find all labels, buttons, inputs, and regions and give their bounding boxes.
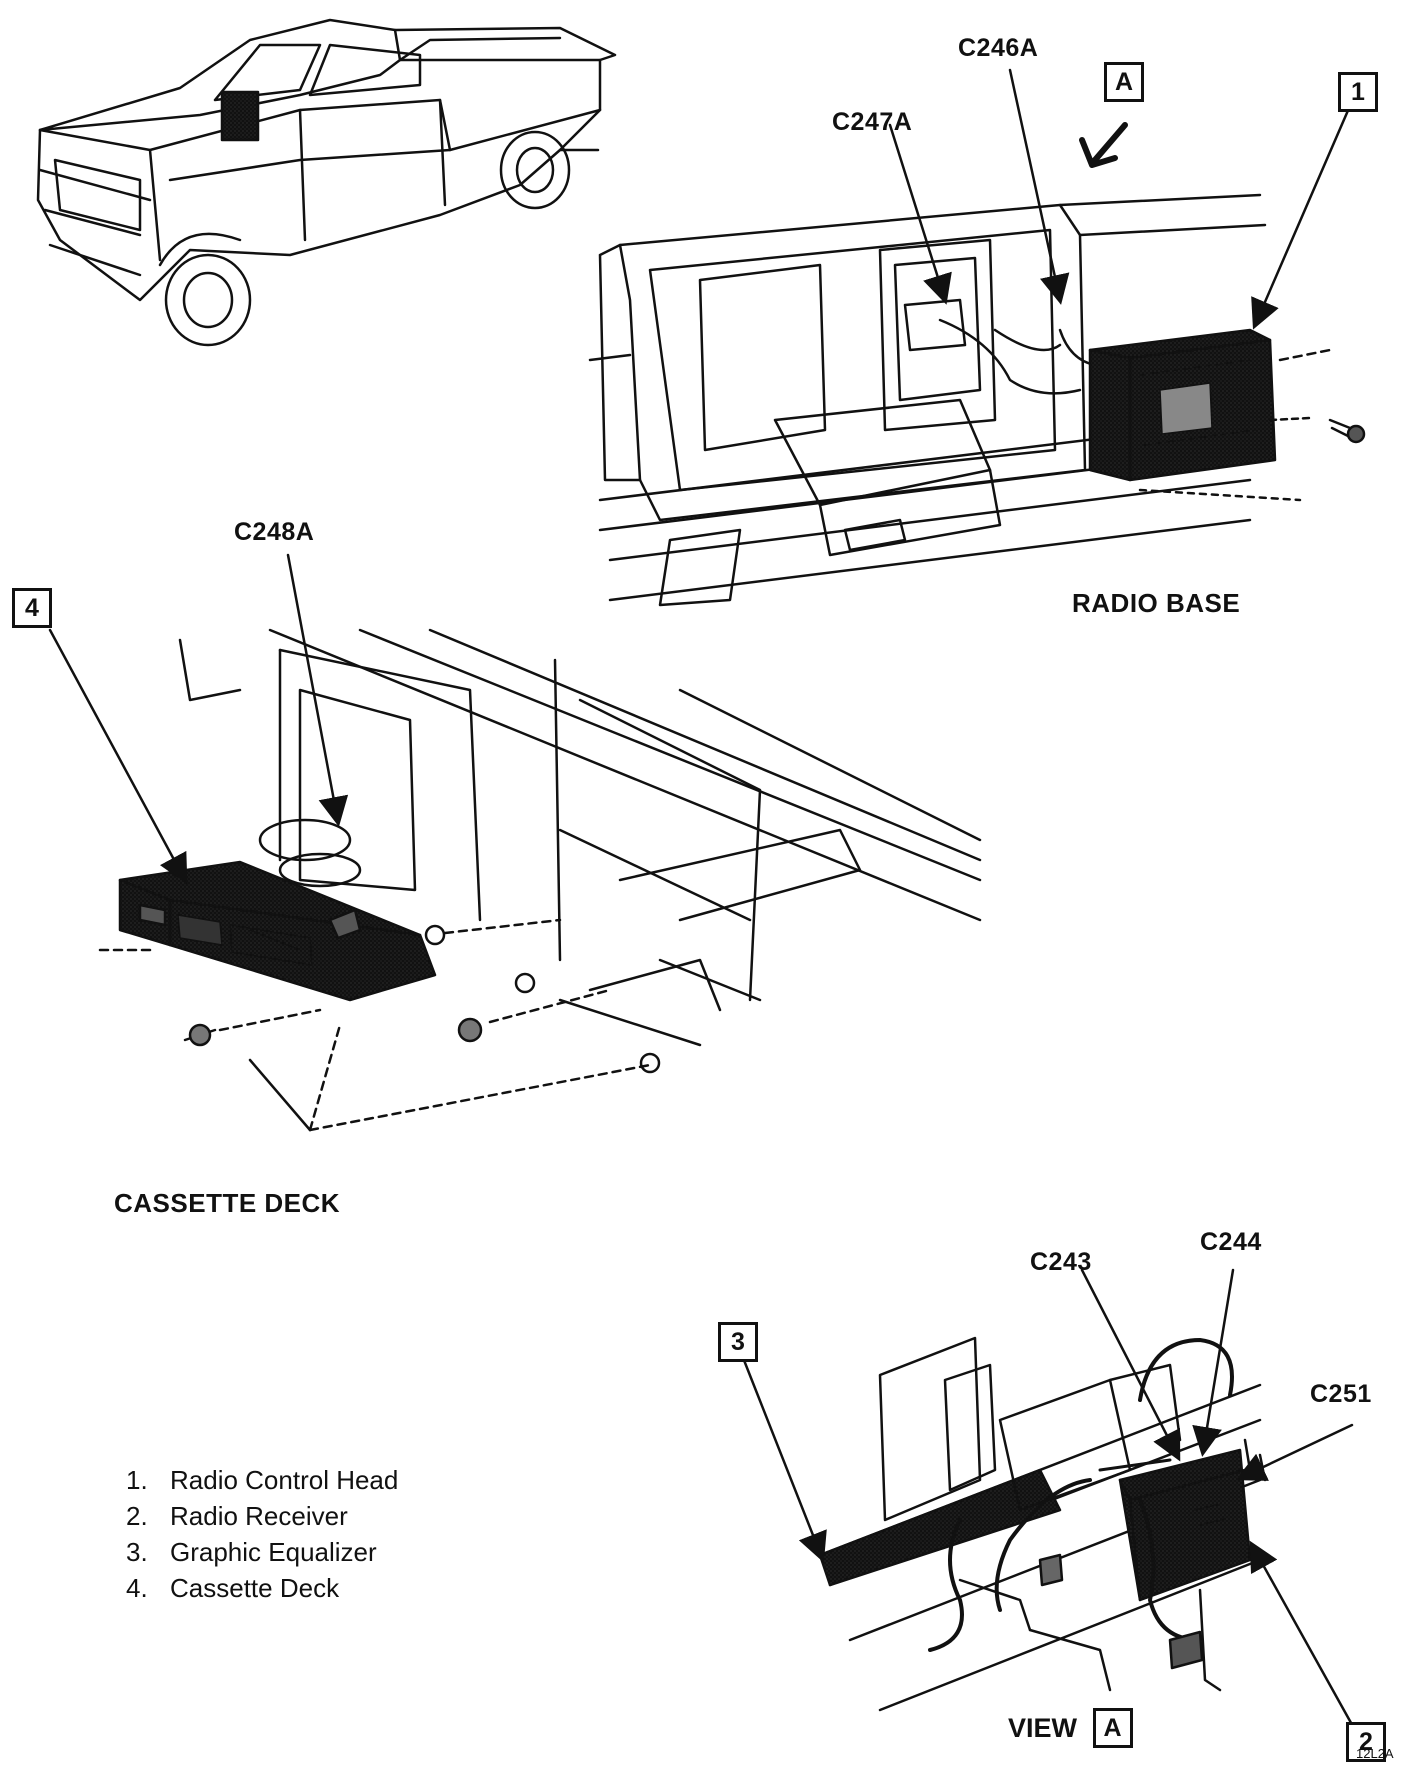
legend-item: 2.Radio Receiver xyxy=(126,1501,348,1531)
section-title-radio-base: RADIO BASE xyxy=(1072,588,1241,618)
view-a-leaders xyxy=(736,1268,1367,1750)
view-a-illustration xyxy=(818,1336,1267,1712)
connector-label-c248a: C248A xyxy=(234,518,315,546)
view-direction-arrow-icon xyxy=(1079,122,1128,168)
callout-box-2: 2 xyxy=(1346,1722,1386,1762)
parts-legend: 1.Radio Control Head 2.Radio Receiver 3.… xyxy=(126,1462,398,1606)
radio-base-leaders xyxy=(888,68,1358,330)
cassette-deck-leaders xyxy=(48,553,349,885)
radio-base-illustration xyxy=(588,193,1366,607)
callout-box-1: 1 xyxy=(1338,72,1378,112)
view-a-box: A xyxy=(1092,1708,1133,1748)
legend-item: 4.Cassette Deck xyxy=(126,1573,340,1603)
view-label: VIEW xyxy=(1008,1713,1078,1744)
connector-label-c251: C251 xyxy=(1310,1380,1372,1408)
figure-reference-code: 12L2A xyxy=(1356,1746,1394,1761)
legend-item: 3.Graphic Equalizer xyxy=(126,1537,377,1567)
cassette-deck-illustration xyxy=(98,628,982,1132)
callout-box-3: 3 xyxy=(718,1322,758,1362)
callout-box-4: 4 xyxy=(12,588,52,628)
legend-item: 1.Radio Control Head xyxy=(126,1465,399,1495)
connector-label-c246a: C246A xyxy=(958,34,1039,62)
connector-label-c243: C243 xyxy=(1030,1248,1092,1276)
pickup-truck-illustration xyxy=(36,18,617,347)
section-title-view-a: VIEW A xyxy=(1008,1708,1133,1750)
callout-box-view-a: A xyxy=(1104,62,1144,102)
connector-label-c244: C244 xyxy=(1200,1228,1262,1256)
connector-label-c247a: C247A xyxy=(832,108,913,136)
section-title-cassette-deck: CASSETTE DECK xyxy=(114,1188,341,1218)
